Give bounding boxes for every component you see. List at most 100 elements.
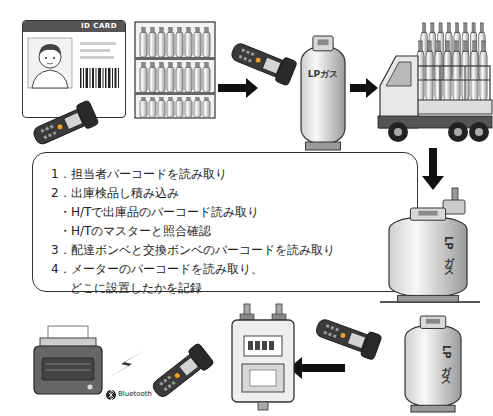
storage-shelf (140, 97, 210, 117)
cylinder-label: LPガス (441, 236, 455, 272)
gas-cylinder: LPガス (388, 208, 468, 302)
barcode (98, 68, 101, 88)
delivery-truck (386, 62, 411, 86)
gas-meter (244, 336, 282, 356)
barcode (108, 68, 111, 88)
cylinder-valve (317, 39, 328, 45)
id-card: ID CARD (22, 20, 126, 118)
gas-meter (248, 341, 253, 350)
cylinder-base (411, 405, 455, 412)
id-card-art (80, 56, 114, 59)
delivery-truck (417, 41, 487, 102)
card-header: ID CARD (23, 21, 125, 32)
handheld-terminal (228, 38, 297, 86)
delivery-truck (448, 122, 468, 142)
delivery-truck (475, 128, 483, 136)
mobile-printer (42, 358, 94, 380)
handheld-terminal (313, 314, 382, 360)
barcode (92, 68, 94, 88)
mobile-printer (46, 364, 90, 365)
cylinder-collar (313, 36, 333, 51)
flow-arrow (289, 357, 345, 379)
cylinder-collar (420, 316, 446, 328)
flow-arrow (422, 148, 444, 190)
cylinder-outline (388, 208, 468, 302)
regulator-pipe (443, 200, 465, 214)
step-text: 4．メーターのバーコードを読み取り、 どこに設置したかを記録 (51, 260, 370, 298)
barcode (80, 68, 82, 88)
cylinder-collar (410, 208, 445, 220)
gas-meter (232, 320, 294, 402)
handheld-terminal (30, 100, 99, 150)
id-card-art (53, 57, 55, 59)
id-card-art (28, 38, 72, 88)
wireless-bolt (106, 350, 146, 379)
barcode (83, 68, 84, 88)
barcode (86, 68, 89, 88)
flow-arrow (218, 78, 258, 98)
id-card-art (80, 49, 110, 52)
wireless-bolt (106, 350, 146, 379)
id-card-art (28, 38, 116, 88)
cylinder-valve (426, 319, 440, 324)
delivery-truck (414, 80, 490, 81)
cylinder-outline (300, 36, 346, 150)
cylinder-label: LPガス (439, 345, 453, 381)
cylinder-body (389, 217, 467, 296)
cylinder-base (306, 142, 341, 150)
storage-shelf (135, 22, 215, 118)
storage-shelf (135, 22, 215, 118)
bluetooth-logo (109, 390, 114, 400)
step-text: 1．担当者バーコードを読み取り (51, 165, 399, 184)
cylinder-body (405, 326, 461, 407)
gas-meter (262, 341, 267, 350)
id-card-art (47, 63, 53, 64)
storage-shelf (135, 57, 215, 60)
barcode (96, 68, 97, 88)
mobile-printer (46, 370, 90, 371)
id-card-art (32, 70, 68, 88)
storage-shelf (140, 28, 210, 58)
bluetooth-logo (106, 390, 116, 400)
barcode (90, 68, 91, 88)
steps-box: 1．担当者バーコードを読み取り2．出庫検品し積み込み・H/Tで出庫品のバーコード… (32, 152, 418, 292)
barcode (115, 68, 117, 88)
gas-cylinder: LPガス (300, 36, 346, 150)
id-card-art (39, 44, 61, 55)
gas-meter (272, 314, 286, 320)
delivery-truck (465, 66, 466, 102)
delivery-truck (394, 128, 402, 136)
gas-cylinder: LPガス (404, 316, 462, 412)
mobile-printer (34, 346, 102, 394)
gas-meter (242, 364, 284, 392)
delivery-truck (454, 128, 462, 136)
label-text: Bluetooth (118, 390, 152, 398)
step-text: 3．配達ボンベと交換ボンベのバーコードを読み取り (51, 241, 399, 260)
id-card-art (80, 42, 116, 45)
mobile-printer (88, 385, 93, 390)
bluetooth-logo (106, 390, 116, 400)
handheld-terminal (30, 100, 99, 150)
gas-meter (232, 304, 294, 410)
handheld-terminal (148, 343, 214, 403)
delivery-truck (440, 66, 441, 102)
id-card-art (45, 57, 47, 59)
cylinder-base (398, 295, 459, 302)
cylinder-body (301, 47, 345, 143)
gas-meter (255, 341, 260, 350)
storage-shelf (135, 92, 215, 95)
mobile-printer (34, 326, 102, 394)
barcode (105, 68, 107, 88)
step-text: ・H/Tのマスターと照合確認 (59, 222, 399, 241)
gas-meter (240, 314, 254, 320)
barcode (80, 68, 119, 88)
step-text: ・H/Tで出庫品のバーコード読み取り (59, 203, 399, 222)
barcode (112, 68, 113, 88)
cylinder-outline (404, 316, 462, 412)
storage-shelf (140, 63, 210, 93)
barcode (103, 68, 104, 88)
barcode (118, 68, 119, 88)
flow-arrow (350, 78, 378, 98)
